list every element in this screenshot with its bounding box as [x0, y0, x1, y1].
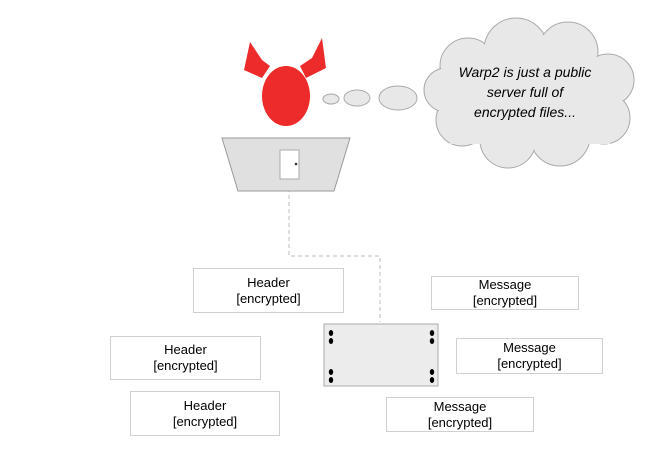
server-icon [323, 323, 439, 387]
laptop-icon [221, 137, 351, 192]
thought-line: encrypted files... [474, 104, 576, 120]
message-sub: [encrypted] [427, 414, 493, 430]
header-title: Header [183, 397, 227, 413]
header-sub: [encrypted] [153, 358, 218, 373]
thought-bubbles [322, 85, 418, 111]
thought-text: Warp2 is just a public server full of en… [430, 62, 620, 122]
header-box: Header [encrypted] [193, 268, 344, 313]
header-title: Header [247, 274, 290, 290]
message-box: Message [encrypted] [431, 276, 579, 310]
message-title: Message [503, 340, 556, 355]
message-sub: [encrypted] [497, 356, 562, 371]
header-title: Header [164, 342, 207, 357]
thought-line: server full of [486, 84, 564, 100]
connector-line [288, 188, 381, 322]
message-box: Message [encrypted] [386, 397, 534, 432]
message-box: Message [encrypted] [456, 338, 603, 374]
message-sub: [encrypted] [472, 293, 538, 308]
devil-icon [244, 38, 326, 126]
message-title: Message [433, 398, 487, 414]
header-sub: [encrypted] [236, 290, 301, 306]
header-box: Header [encrypted] [110, 336, 261, 380]
header-box: Header [encrypted] [130, 391, 280, 436]
thought-line: Warp2 is just a public [458, 64, 592, 80]
thought-cloud-fill [425, 19, 633, 167]
message-title: Message [478, 277, 532, 292]
header-sub: [encrypted] [172, 413, 238, 429]
